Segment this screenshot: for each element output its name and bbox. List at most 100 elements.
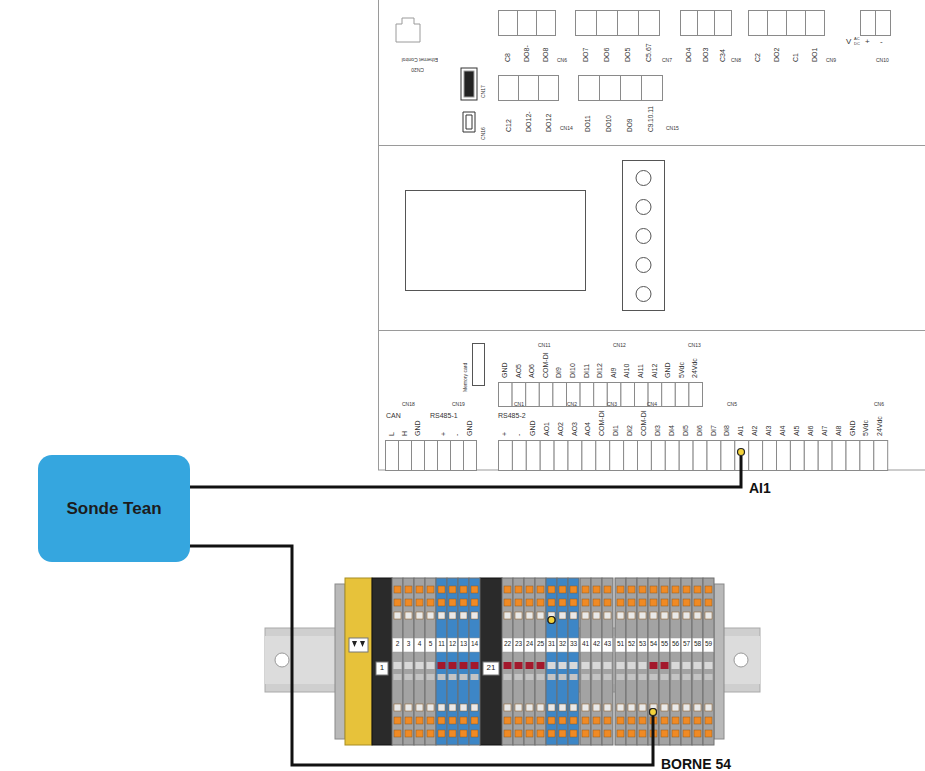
clamp <box>427 586 434 593</box>
clamp <box>504 704 511 711</box>
clamp <box>416 586 423 593</box>
marker-strip <box>404 638 414 652</box>
terminal <box>403 578 414 745</box>
pin-label: DO9 <box>627 119 634 132</box>
pin-label: C9.10.11 <box>648 106 655 132</box>
pin-label: CN8 <box>731 58 741 63</box>
terminal-box <box>768 11 787 36</box>
clamp <box>559 612 566 619</box>
marker-strip <box>426 638 436 652</box>
pin-label: DO8 <box>542 48 549 62</box>
clamp <box>694 586 701 593</box>
terminal-number: 13 <box>460 641 467 648</box>
pin-label: DO10 <box>606 115 613 132</box>
clamp <box>593 599 600 606</box>
marker <box>438 674 446 680</box>
terminal-box <box>526 441 540 471</box>
terminal-number: 57 <box>683 641 690 648</box>
terminal-box <box>642 76 663 101</box>
pin-label: DO1 <box>811 48 818 62</box>
marker <box>628 662 636 669</box>
clamp <box>604 586 611 593</box>
clamp <box>427 599 434 606</box>
clamp <box>394 704 401 711</box>
clamp <box>650 612 657 619</box>
clamp <box>438 599 445 606</box>
clamp <box>628 704 635 711</box>
terminal-box <box>749 11 768 36</box>
terminal-box <box>594 383 608 407</box>
clamp <box>617 612 624 619</box>
marker-strip <box>627 638 637 652</box>
pin-label: DO12- <box>525 111 532 132</box>
pin-label: AI11 <box>637 364 644 378</box>
terminal-box <box>554 441 568 471</box>
clamp <box>416 612 423 619</box>
terminal-connectors <box>386 11 891 471</box>
pin-label: Memory card <box>463 363 468 392</box>
pin-label: COM-DI <box>640 410 647 436</box>
clamp <box>694 730 701 737</box>
marker <box>515 662 523 669</box>
terminal-number: 25 <box>537 641 544 648</box>
clamp <box>537 599 544 606</box>
clamp <box>548 586 555 593</box>
terminal-number: 56 <box>672 641 679 648</box>
marker-strip <box>649 638 659 652</box>
clamp <box>683 599 690 606</box>
pin-label: Ethernet Control <box>402 57 438 62</box>
clamp <box>639 612 646 619</box>
clamp <box>416 599 423 606</box>
marker-strip <box>437 638 447 652</box>
terminal-number: 5 <box>429 641 433 648</box>
marker <box>683 662 691 669</box>
marker-strip <box>547 638 557 652</box>
clamp <box>617 704 624 711</box>
terminal-box <box>519 76 539 101</box>
terminal-box <box>438 441 451 471</box>
marker <box>604 674 612 680</box>
clamp <box>661 586 668 593</box>
marker-strip <box>415 638 425 652</box>
marker <box>650 662 658 669</box>
pin-label: CN18 <box>402 402 415 407</box>
clamp <box>639 599 646 606</box>
pin-label: CN16 <box>481 127 486 140</box>
clamp <box>559 717 566 724</box>
marker <box>672 662 680 669</box>
terminal <box>568 578 579 745</box>
pin-label: AI4 <box>779 425 786 436</box>
pin-label: CN4 <box>647 402 657 407</box>
clamp <box>394 599 401 606</box>
terminal-box <box>539 76 559 101</box>
clamp <box>705 612 712 619</box>
terminal-box <box>499 383 513 407</box>
callout-label: AI1 <box>749 481 771 495</box>
marker-strip <box>704 638 714 652</box>
clamp <box>639 730 646 737</box>
marker <box>537 662 545 669</box>
terminal-box <box>582 441 596 471</box>
clamp <box>661 717 668 724</box>
clamp <box>537 730 544 737</box>
pin-label: GND <box>466 420 473 436</box>
marker-strip <box>671 638 681 652</box>
clamp <box>471 612 478 619</box>
pin-label: + <box>440 432 447 436</box>
pin-label: GND <box>501 362 508 378</box>
pin-label: DI7 <box>710 425 717 436</box>
pin-label: AI9 <box>610 367 617 378</box>
clamp <box>548 704 555 711</box>
clamp <box>628 730 635 737</box>
clamp <box>394 717 401 724</box>
clamp <box>515 717 522 724</box>
clamp <box>537 586 544 593</box>
clamp <box>661 704 668 711</box>
controller-board <box>378 0 925 470</box>
pin-label: DO5 <box>624 48 631 62</box>
marker <box>672 674 680 680</box>
terminal-box <box>526 383 540 407</box>
terminal <box>626 578 637 745</box>
pin-label: 24Vdc <box>691 358 698 378</box>
terminal-box <box>693 441 707 471</box>
